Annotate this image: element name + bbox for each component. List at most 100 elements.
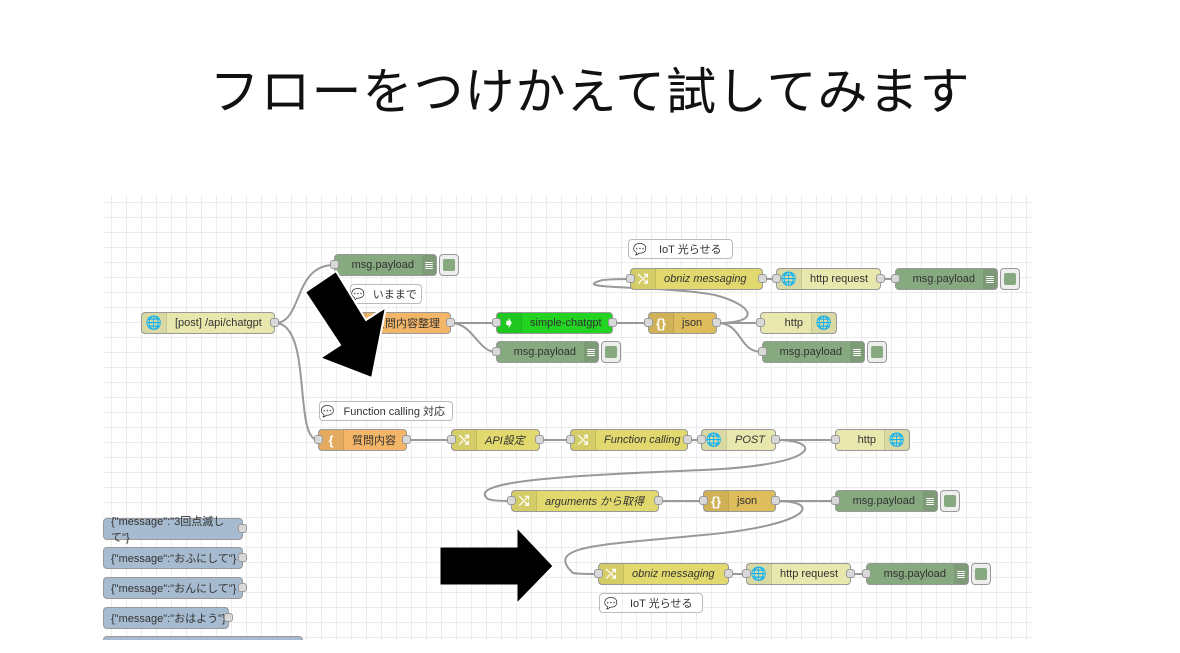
input-port[interactable]	[330, 260, 339, 269]
change-node[interactable]: ⤭ obniz messaging	[594, 563, 733, 585]
change-node[interactable]: ⤭ API設定	[447, 429, 544, 451]
debug-node[interactable]: msg.payload ≣	[831, 490, 960, 512]
http-request-node[interactable]: 🌐 http request	[772, 268, 885, 290]
http-in-node[interactable]: 🌐 [post] /api/chatgpt	[141, 312, 279, 334]
debug-node[interactable]: msg.payload ≣	[891, 268, 1020, 290]
inject-node[interactable]: {"message":"3回点滅して"}	[103, 516, 247, 544]
input-port[interactable]	[314, 435, 323, 444]
output-port[interactable]	[758, 274, 767, 283]
globe-icon: 🌐	[811, 313, 836, 333]
input-port[interactable]	[492, 318, 501, 327]
slide-title: フローをつけかえて試してみます	[209, 63, 971, 121]
input-port[interactable]	[644, 318, 653, 327]
inject-node[interactable]: {"message":"おんにして"}	[103, 577, 247, 599]
list-icon: ≣	[983, 269, 997, 289]
output-port[interactable]	[712, 318, 721, 327]
template-brace-icon: {	[319, 430, 344, 450]
output-port[interactable]	[238, 553, 247, 562]
flow-editor-canvas[interactable]: 🌐 [post] /api/chatgpt msg.payload ≣ 💬 いま…	[103, 195, 1033, 640]
debug-toggle-button[interactable]	[971, 563, 991, 585]
inject-node[interactable]: {"message":"おはよう"}	[103, 607, 233, 629]
globe-icon: 🌐	[702, 430, 727, 450]
output-port[interactable]	[876, 274, 885, 283]
comment-node[interactable]: 💬 いままで	[350, 284, 422, 304]
debug-node[interactable]: msg.payload ≣	[862, 563, 991, 585]
comment-icon: 💬	[320, 402, 337, 420]
http-request-node[interactable]: 🌐 POST	[697, 429, 780, 451]
output-port[interactable]	[654, 496, 663, 505]
input-port[interactable]	[697, 435, 706, 444]
inject-node[interactable]: {"message":"おふにして"}	[103, 547, 247, 569]
output-port[interactable]	[224, 613, 233, 622]
input-port[interactable]	[891, 274, 900, 283]
input-port[interactable]	[862, 569, 871, 578]
output-port[interactable]	[402, 435, 411, 444]
arrow-right-icon: ➧	[497, 313, 522, 333]
output-port[interactable]	[771, 496, 780, 505]
output-port[interactable]	[724, 569, 733, 578]
change-node[interactable]: ⤭ Function calling	[566, 429, 692, 451]
comment-icon: 💬	[629, 240, 652, 258]
debug-node[interactable]: msg.payload ≣	[758, 341, 887, 363]
http-response-node[interactable]: http 🌐	[831, 429, 910, 451]
debug-node[interactable]: msg.payload ≣	[330, 254, 459, 276]
http-response-node[interactable]: http 🌐	[756, 312, 837, 334]
output-port[interactable]	[270, 318, 279, 327]
shuffle-icon: ⤭	[512, 491, 537, 511]
json-icon: {}	[704, 491, 729, 511]
list-icon: ≣	[584, 342, 598, 362]
input-port[interactable]	[699, 496, 708, 505]
globe-icon: 🌐	[884, 430, 909, 450]
input-port[interactable]	[507, 496, 516, 505]
debug-toggle-button[interactable]	[867, 341, 887, 363]
template-node[interactable]: { 質問内容	[314, 429, 411, 451]
input-port[interactable]	[758, 347, 767, 356]
comment-node[interactable]: 💬 IoT 光らせる	[599, 593, 703, 613]
shuffle-icon: ⤭	[571, 430, 596, 450]
input-port[interactable]	[566, 435, 575, 444]
http-request-node[interactable]: 🌐 http request	[742, 563, 855, 585]
output-port[interactable]	[683, 435, 692, 444]
comment-node[interactable]: 💬 Function calling 対応	[319, 401, 453, 421]
input-port[interactable]	[336, 318, 345, 327]
json-node[interactable]: {} json	[699, 490, 780, 512]
input-port[interactable]	[447, 435, 456, 444]
change-node[interactable]: ⤭ obniz messaging	[626, 268, 767, 290]
input-port[interactable]	[492, 347, 501, 356]
inject-node[interactable]	[103, 636, 303, 640]
simple-chatgpt-node[interactable]: ➧ simple-chatgpt	[492, 312, 617, 334]
list-icon: ≣	[954, 564, 968, 584]
output-port[interactable]	[238, 524, 247, 533]
input-port[interactable]	[772, 274, 781, 283]
wire	[716, 322, 763, 353]
input-port[interactable]	[831, 435, 840, 444]
json-node[interactable]: {} json	[644, 312, 721, 334]
list-icon: ≣	[923, 491, 937, 511]
function-node[interactable]: ƒ 質問内容整理	[336, 312, 455, 334]
output-port[interactable]	[771, 435, 780, 444]
json-icon: {}	[649, 313, 674, 333]
change-node[interactable]: ⤭ arguments から取得	[507, 490, 663, 512]
debug-toggle-button[interactable]	[601, 341, 621, 363]
debug-toggle-button[interactable]	[940, 490, 960, 512]
output-port[interactable]	[846, 569, 855, 578]
input-port[interactable]	[626, 274, 635, 283]
debug-node[interactable]: msg.payload ≣	[492, 341, 621, 363]
output-port[interactable]	[535, 435, 544, 444]
globe-icon: 🌐	[747, 564, 772, 584]
debug-toggle-button[interactable]	[439, 254, 459, 276]
wire	[274, 264, 335, 324]
shuffle-icon: ⤭	[452, 430, 477, 450]
debug-toggle-button[interactable]	[1000, 268, 1020, 290]
input-port[interactable]	[594, 569, 603, 578]
globe-icon: 🌐	[777, 269, 802, 289]
input-port[interactable]	[742, 569, 751, 578]
output-port[interactable]	[608, 318, 617, 327]
output-port[interactable]	[446, 318, 455, 327]
input-port[interactable]	[756, 318, 765, 327]
output-port[interactable]	[238, 583, 247, 592]
comment-icon: 💬	[351, 285, 366, 303]
input-port[interactable]	[831, 496, 840, 505]
globe-icon: 🌐	[142, 313, 167, 333]
comment-node[interactable]: 💬 IoT 光らせる	[628, 239, 733, 259]
